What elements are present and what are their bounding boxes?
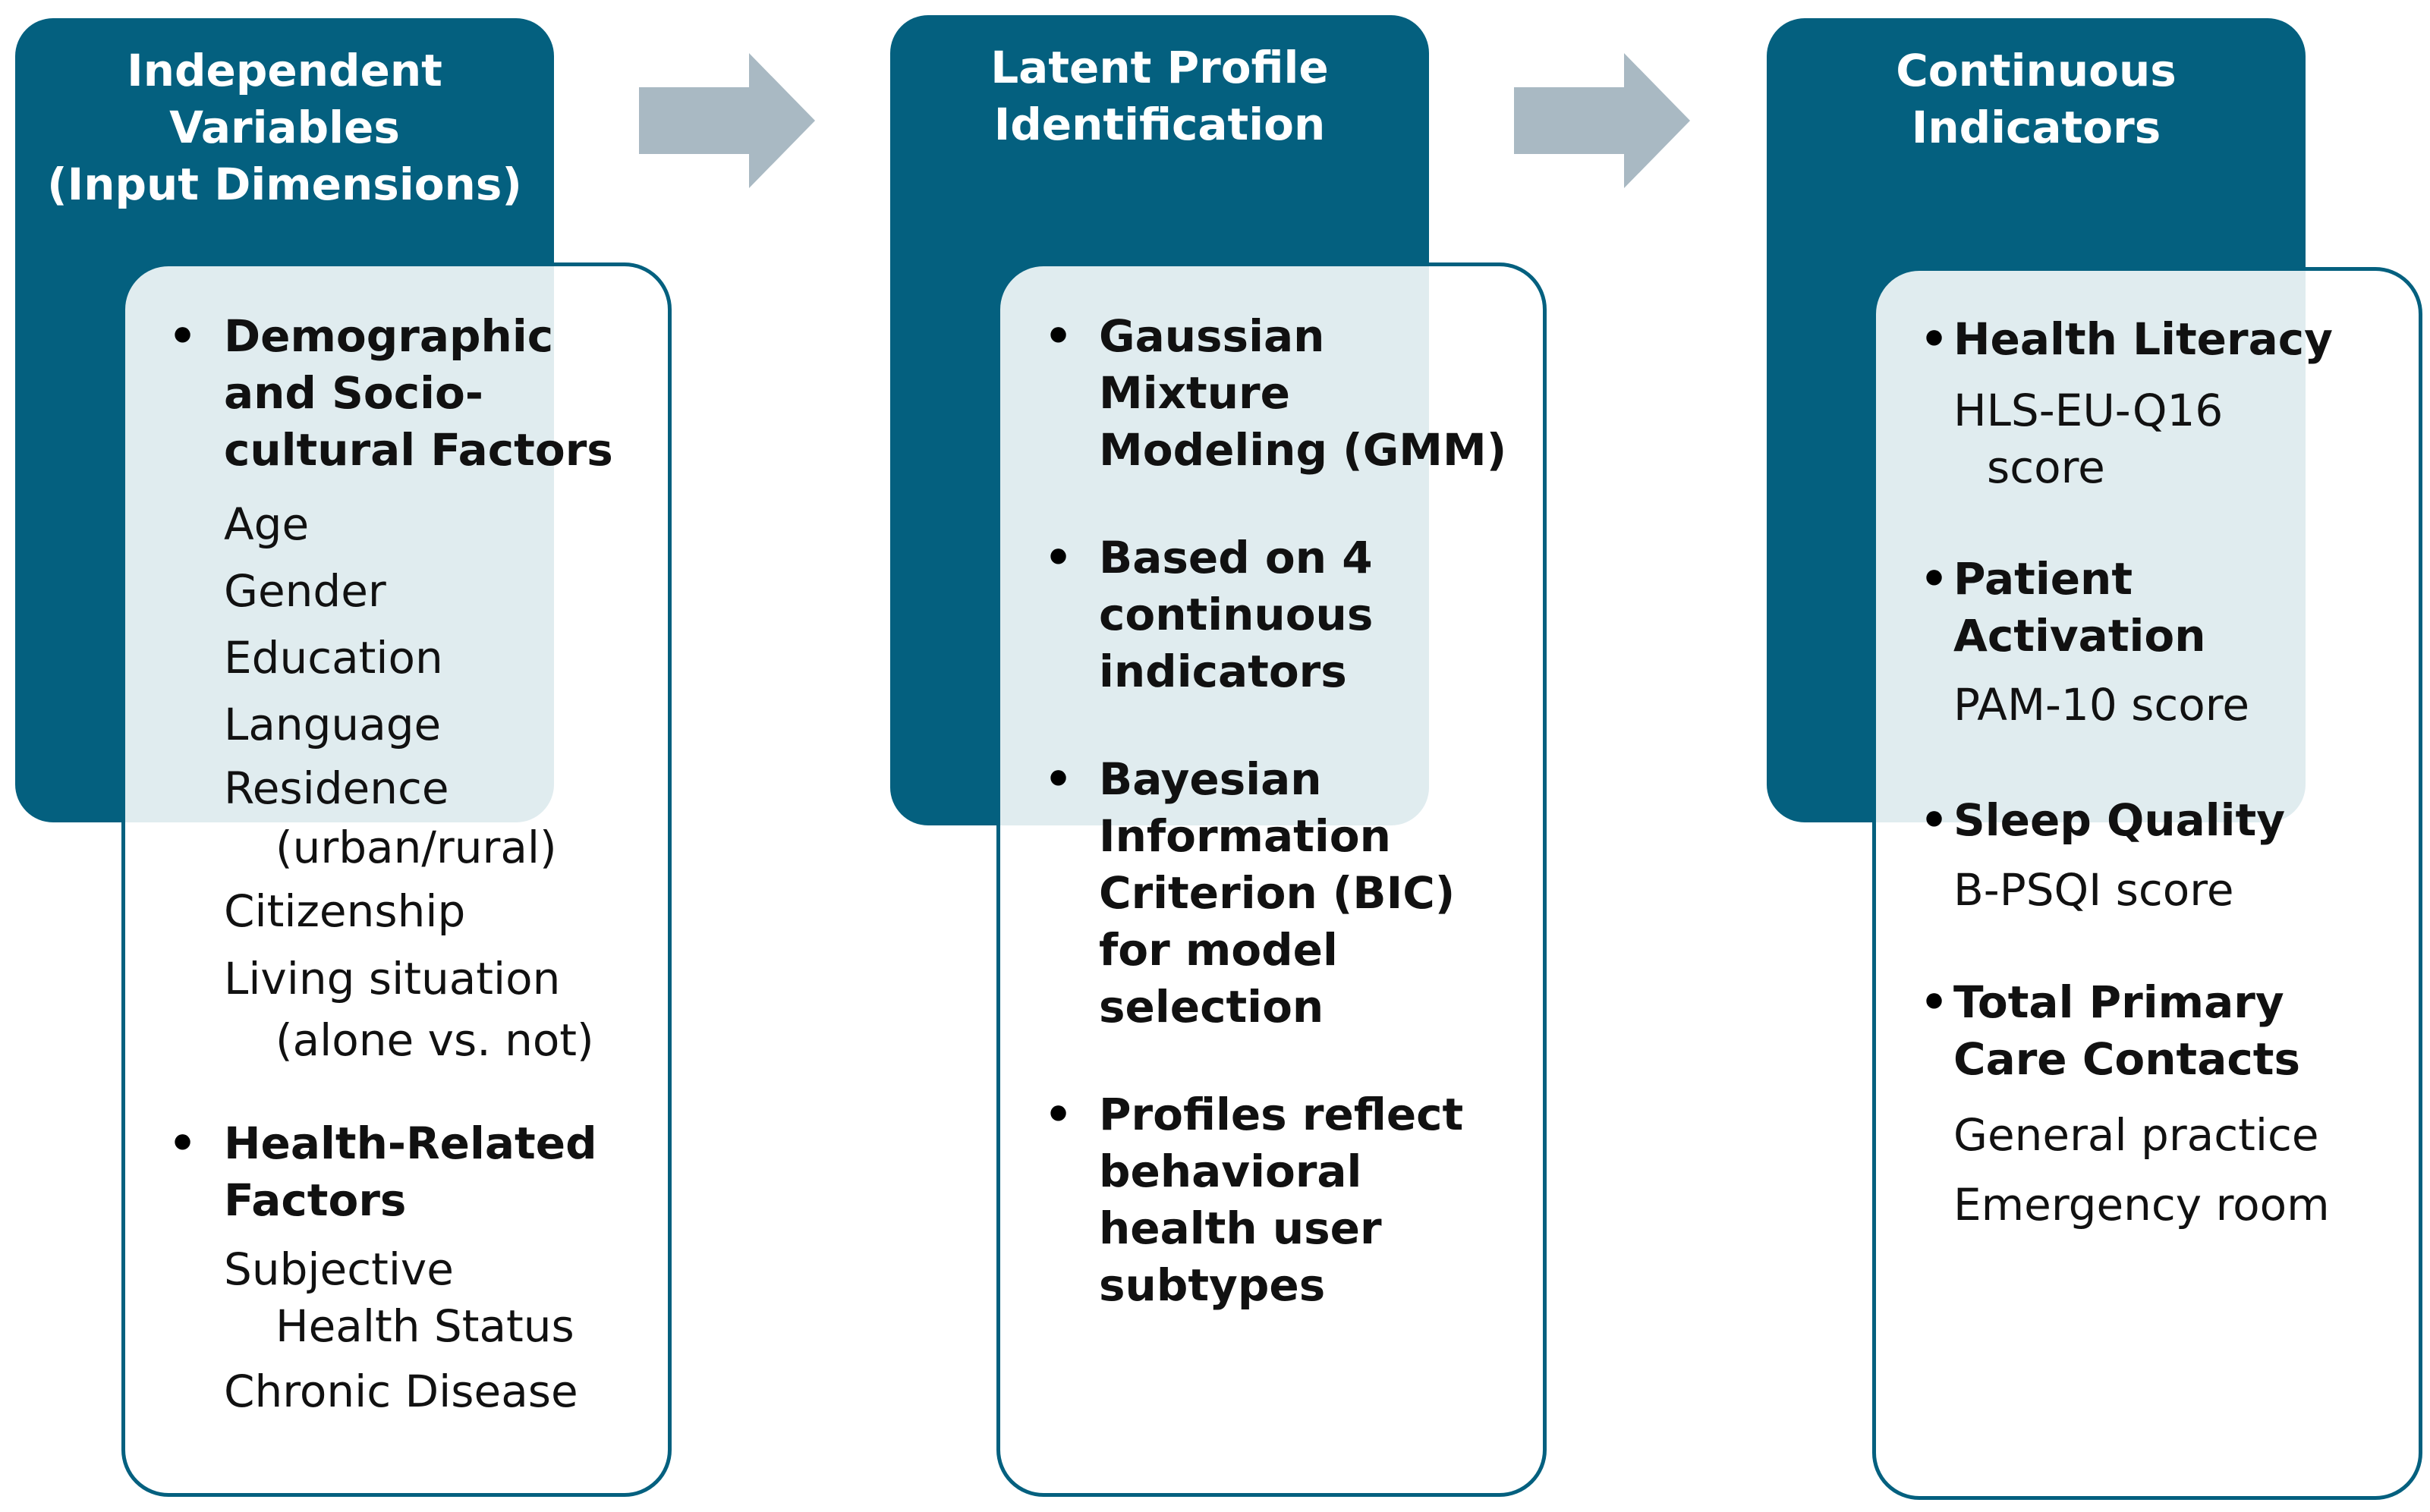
section-title-line: Sleep Quality bbox=[1953, 794, 2286, 846]
section-title: Based on 4 continuous indicators bbox=[1099, 530, 1373, 700]
section-title-line: Criterion (BIC) bbox=[1099, 867, 1456, 919]
section-title-line: continuous bbox=[1099, 589, 1374, 640]
header-title: Independent Variables (Input Dimensions) bbox=[15, 42, 554, 213]
header-line: Independent bbox=[127, 45, 442, 96]
section-items: Subjective Health Status Chronic Disease bbox=[224, 1241, 578, 1428]
section-title-line: Care Contacts bbox=[1953, 1033, 2301, 1085]
section-title-line: Factors bbox=[224, 1174, 407, 1226]
item-hls-eu-q16: HLS-EU-Q16 bbox=[1953, 385, 2224, 436]
section-title-line: indicators bbox=[1099, 646, 1347, 697]
section-title-line: behavioral bbox=[1099, 1146, 1362, 1197]
bullet-icon: • bbox=[1044, 532, 1073, 583]
content-box-independent-variables bbox=[121, 262, 672, 1497]
header-line: Variables bbox=[169, 102, 400, 153]
header-line: Indicators bbox=[1911, 102, 2161, 153]
item-language: Language bbox=[224, 699, 442, 750]
bullet-icon: • bbox=[1044, 753, 1073, 805]
item-b-psqi: B-PSQI score bbox=[1953, 864, 2234, 916]
header-line: Identification bbox=[993, 99, 1326, 150]
section-title-line: Information bbox=[1099, 810, 1391, 862]
item-living-situation-detail: (alone vs. not) bbox=[275, 1014, 594, 1066]
section-title-line: health user bbox=[1099, 1202, 1382, 1254]
section-title: Patient Activation bbox=[1953, 551, 2206, 665]
section-title-line: Total Primary bbox=[1953, 976, 2284, 1028]
section-title-line: Profiles reflect bbox=[1099, 1089, 1464, 1140]
section-title: Gaussian Mixture Modeling (GMM) bbox=[1099, 308, 1506, 479]
bullet-icon: • bbox=[1044, 310, 1073, 362]
item-residence: Residence bbox=[224, 762, 449, 814]
section-title-line: Bayesian bbox=[1099, 753, 1322, 805]
item-general-practice: General practice bbox=[1953, 1109, 2319, 1161]
section-items: HLS-EU-Q16 score bbox=[1953, 382, 2223, 496]
item-subjective: Subjective bbox=[224, 1243, 454, 1295]
section-title: Profiles reflect behavioral health user … bbox=[1099, 1086, 1463, 1314]
content-box-continuous-indicators bbox=[1872, 267, 2422, 1500]
header-title: Latent Profile Identification bbox=[890, 39, 1429, 153]
section-items: Age Gender Education Language Residence … bbox=[224, 491, 594, 1069]
section-title-line: Gaussian bbox=[1099, 310, 1325, 362]
header-line: (Input Dimensions) bbox=[47, 159, 522, 210]
arrow-right-icon bbox=[1514, 53, 1690, 188]
item-score: score bbox=[1987, 442, 2105, 493]
content-box-latent-profile bbox=[996, 262, 1547, 1497]
section-title: Demographic and Socio- cultural Factors bbox=[224, 308, 613, 479]
section-title: Sleep Quality bbox=[1953, 792, 2285, 849]
header-line: Continuous bbox=[1896, 45, 2177, 96]
item-residence-detail: (urban/rural) bbox=[275, 822, 557, 873]
header-line: Latent Profile bbox=[990, 42, 1329, 93]
section-title-line: for model bbox=[1099, 924, 1338, 976]
item-pam-10: PAM-10 score bbox=[1953, 679, 2249, 731]
bullet-icon: • bbox=[168, 1117, 197, 1169]
section-title-line: cultural Factors bbox=[224, 424, 613, 476]
section-items: B-PSQI score bbox=[1953, 862, 2234, 919]
section-title: Bayesian Information Criterion (BIC) for… bbox=[1099, 751, 1455, 1036]
item-emergency-room: Emergency room bbox=[1953, 1179, 2330, 1231]
section-title-line: Activation bbox=[1953, 610, 2206, 662]
header-title: Continuous Indicators bbox=[1767, 42, 2306, 156]
item-living-situation: Living situation bbox=[224, 953, 561, 1004]
section-title-line: subtypes bbox=[1099, 1259, 1326, 1311]
item-education: Education bbox=[224, 632, 443, 684]
item-health-status: Health Status bbox=[275, 1300, 574, 1352]
section-title: Health-Related Factors bbox=[224, 1115, 597, 1229]
arrow-right-icon bbox=[639, 53, 815, 188]
section-title: Total Primary Care Contacts bbox=[1953, 974, 2300, 1088]
item-chronic-disease: Chronic Disease bbox=[224, 1366, 578, 1417]
bullet-icon: • bbox=[1044, 1089, 1073, 1140]
item-citizenship: Citizenship bbox=[224, 885, 466, 937]
section-title-line: Mixture bbox=[1099, 367, 1290, 419]
bullet-icon: • bbox=[168, 310, 197, 362]
section-title-line: Modeling (GMM) bbox=[1099, 424, 1507, 476]
bullet-icon: • bbox=[1920, 553, 1949, 605]
section-title-line: Health Literacy bbox=[1953, 313, 2333, 365]
item-gender: Gender bbox=[224, 565, 386, 617]
section-items: General practice Emergency room bbox=[1953, 1100, 2330, 1240]
section-title-line: Demographic bbox=[224, 310, 554, 362]
bullet-icon: • bbox=[1920, 794, 1949, 846]
item-age: Age bbox=[224, 498, 310, 550]
section-title-line: Patient bbox=[1953, 553, 2133, 605]
section-title: Health Literacy bbox=[1953, 311, 2333, 368]
section-items: PAM-10 score bbox=[1953, 677, 2249, 734]
section-title-line: Health-Related bbox=[224, 1117, 597, 1169]
bullet-icon: • bbox=[1920, 976, 1949, 1028]
section-title-line: and Socio- bbox=[224, 367, 483, 419]
section-title-line: selection bbox=[1099, 981, 1324, 1033]
section-title-line: Based on 4 bbox=[1099, 532, 1373, 583]
bullet-icon: • bbox=[1920, 313, 1949, 365]
